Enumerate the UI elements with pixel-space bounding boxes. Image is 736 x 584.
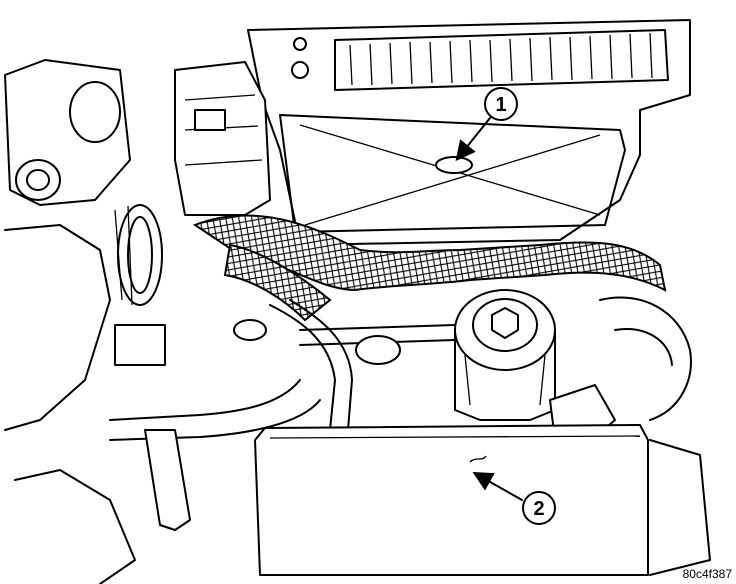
callout-2-number: 2	[533, 498, 544, 520]
callout-1-circle	[484, 87, 518, 121]
left-valve-assembly	[4, 59, 136, 584]
relay-bracket	[174, 61, 271, 216]
oil-filler-cap	[454, 289, 556, 421]
lower-box	[254, 424, 711, 576]
callout-2: 2	[472, 472, 556, 525]
intake-ring	[114, 204, 163, 306]
callout-2-arrow	[472, 472, 523, 501]
callout-1-number: 1	[495, 94, 506, 116]
hoses	[109, 299, 456, 531]
figure-id: 80c4f387	[682, 567, 732, 581]
callout-1: 1	[455, 87, 518, 162]
wiring-harness	[192, 214, 667, 322]
callout-1-arrow	[455, 117, 491, 162]
small-components	[114, 319, 401, 366]
callout-2-circle	[522, 491, 556, 525]
ribbed-grille	[291, 29, 669, 91]
